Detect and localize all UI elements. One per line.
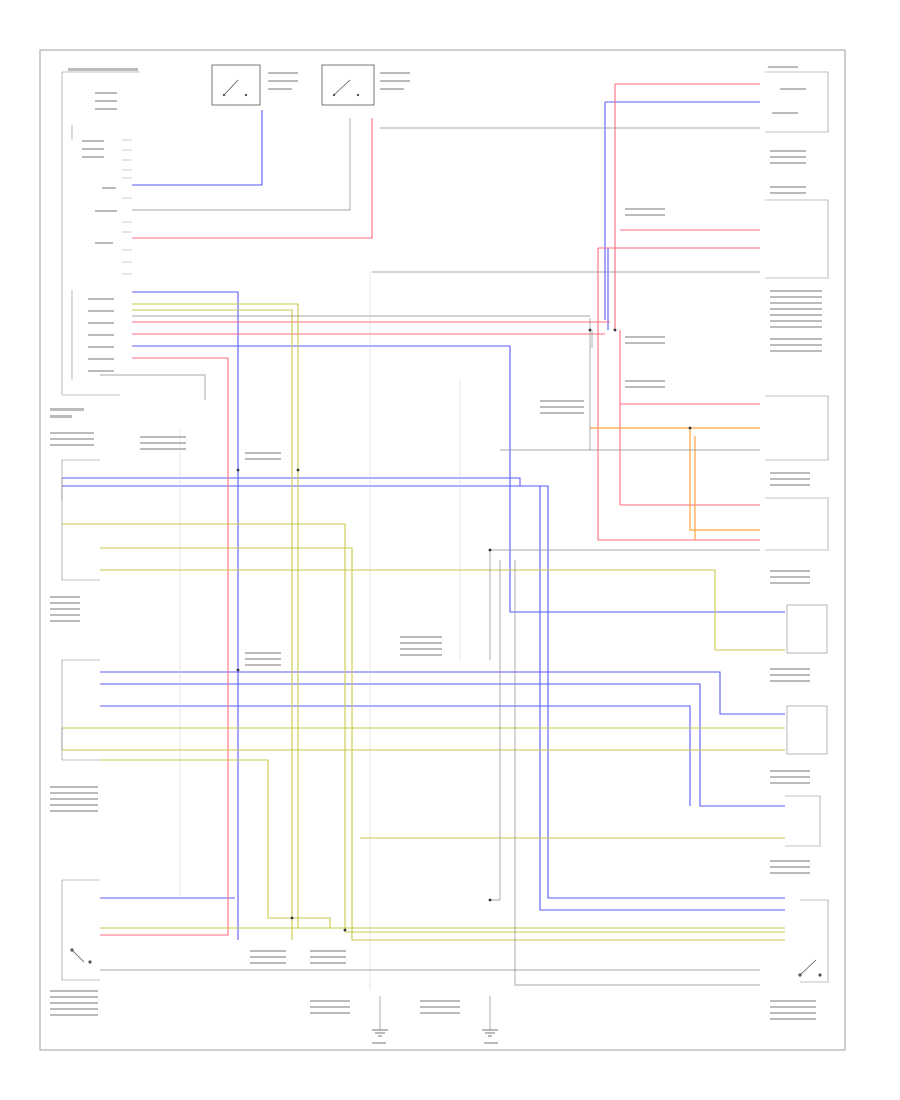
diagram-frame (39, 49, 846, 1051)
right-front-door-switch (798, 959, 822, 977)
wires-blue (62, 101, 785, 940)
ground-g2 (482, 1029, 498, 1037)
left-connectors (61, 459, 100, 981)
wires-faint (179, 272, 461, 990)
wires-olive (62, 303, 785, 941)
right-component-text (768, 66, 822, 1020)
splice-points (236, 328, 692, 932)
left-connector-text (50, 432, 98, 1016)
junction-labels (140, 208, 665, 964)
right-components (765, 71, 829, 983)
ground-g1 (372, 1029, 388, 1037)
master-switch (211, 64, 298, 106)
ground-labels (310, 1000, 498, 1044)
module-pin-stubs (122, 139, 132, 275)
wires-red (100, 83, 760, 936)
module-text-placeholders (50, 68, 138, 418)
control-module (61, 71, 140, 396)
left-front-door-switch (70, 948, 92, 964)
passenger-switch (321, 64, 410, 106)
wires-orange (590, 427, 760, 540)
wires-gray (61, 118, 760, 1030)
